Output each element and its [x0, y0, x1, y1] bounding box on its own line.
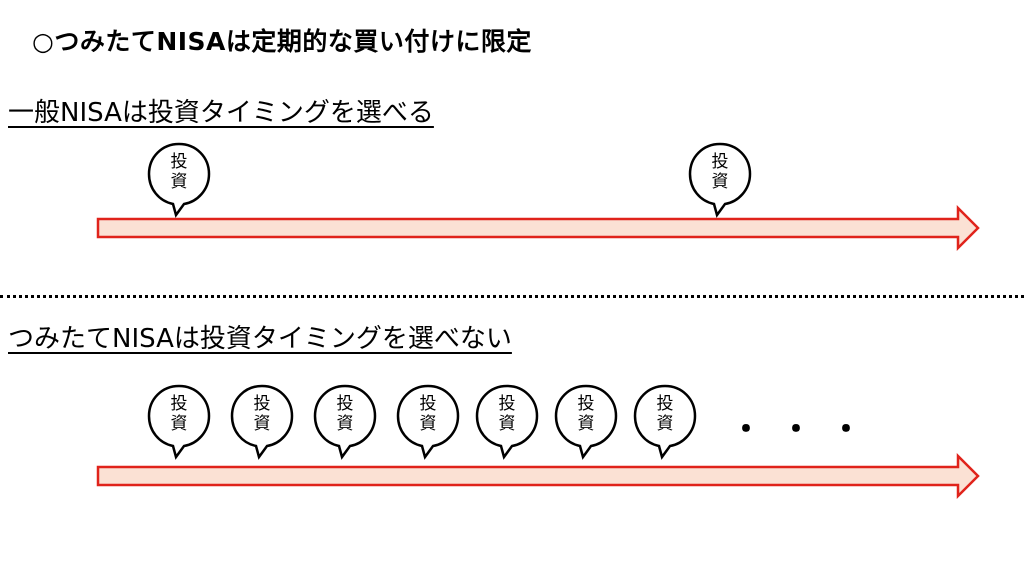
speech-bubble-icon: 投 資	[687, 142, 753, 218]
timeline-arrow-icon	[96, 452, 980, 500]
timeline-arrow-tsumitate-nisa	[0, 446, 1024, 506]
bubble-label-line2: 資	[170, 414, 188, 434]
speech-bubble-icon: 投 資	[395, 384, 461, 460]
speech-bubble-shape	[688, 142, 752, 218]
bubble-label-line1: 投	[498, 394, 516, 414]
bubble-label-line2: 資	[498, 414, 516, 434]
speech-bubble-shape	[396, 384, 460, 460]
speech-bubble-shape	[147, 384, 211, 460]
speech-bubble-icon: 投 資	[553, 384, 619, 460]
speech-bubble-shape	[230, 384, 294, 460]
timeline-arrow-icon	[96, 204, 980, 252]
timeline-arrow-shape	[96, 452, 980, 500]
speech-bubble-shape	[147, 142, 211, 218]
bubble-label-line1: 投	[170, 152, 188, 172]
section-divider	[0, 295, 1024, 298]
speech-bubble-icon: 投 資	[632, 384, 698, 460]
speech-bubble-shape	[633, 384, 697, 460]
speech-bubble-shape	[313, 384, 377, 460]
bubble-label-line2: 資	[656, 414, 674, 434]
speech-bubble-icon: 投 資	[146, 384, 212, 460]
section-heading-tsumitate-nisa: つみたてNISAは投資タイミングを選べない	[8, 324, 512, 354]
timeline-arrow-general-nisa	[0, 198, 1024, 258]
bubble-label-line2: 資	[336, 414, 354, 434]
bubble-label-line2: 資	[253, 414, 271, 434]
bubble-label-line1: 投	[711, 152, 729, 172]
speech-bubble-icon: 投 資	[146, 142, 212, 218]
bubble-label-line1: 投	[336, 394, 354, 414]
continuation-dots: ・・・	[730, 410, 881, 448]
speech-bubble-shape	[475, 384, 539, 460]
bubble-label-line1: 投	[577, 394, 595, 414]
speech-bubble-icon: 投 資	[312, 384, 378, 460]
speech-bubble-icon: 投 資	[229, 384, 295, 460]
bubble-label-line1: 投	[253, 394, 271, 414]
bubble-label-line1: 投	[656, 394, 674, 414]
bubble-label-line2: 資	[419, 414, 437, 434]
speech-bubble-icon: 投 資	[474, 384, 540, 460]
bubble-label-line2: 資	[711, 172, 729, 192]
bubble-label-line1: 投	[170, 394, 188, 414]
timeline-arrow-shape	[96, 204, 980, 252]
section-heading-general-nisa: 一般NISAは投資タイミングを選べる	[8, 98, 434, 128]
page-title: ○つみたてNISAは定期的な買い付けに限定	[32, 27, 532, 56]
speech-bubble-shape	[554, 384, 618, 460]
bubble-label-line1: 投	[419, 394, 437, 414]
bubble-label-line2: 資	[577, 414, 595, 434]
bubble-label-line2: 資	[170, 172, 188, 192]
